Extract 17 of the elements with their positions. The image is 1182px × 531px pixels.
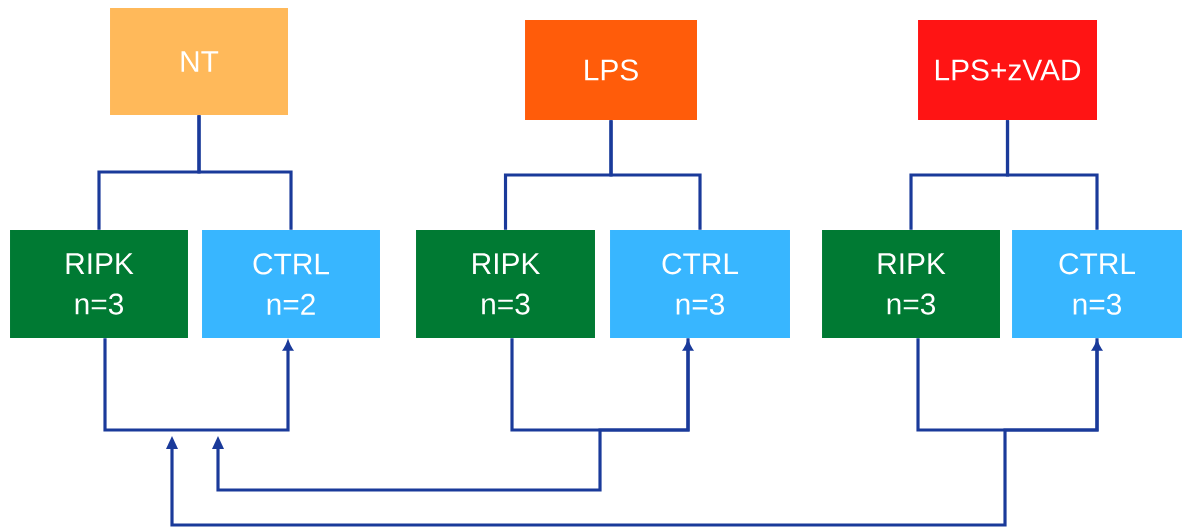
treatment-box: NT	[110, 8, 288, 115]
group-box: RIPK n=3	[10, 230, 188, 338]
treatment-box: LPS+zVAD	[918, 20, 1097, 120]
arrow	[510, 338, 693, 432]
group-box: CTRL n=3	[610, 230, 790, 338]
connector-line	[197, 115, 293, 230]
connector-line	[1005, 120, 1099, 230]
group-box: CTRL n=2	[202, 230, 380, 338]
group-box: RIPK n=3	[416, 230, 595, 338]
arrow	[212, 338, 690, 492]
connector-line	[609, 120, 702, 230]
arrow	[166, 338, 1099, 527]
arrow	[916, 338, 1102, 432]
treatment-box: LPS	[525, 20, 697, 120]
group-box: RIPK n=3	[822, 230, 1000, 338]
group-box: CTRL n=3	[1012, 230, 1182, 338]
arrow	[103, 338, 293, 432]
